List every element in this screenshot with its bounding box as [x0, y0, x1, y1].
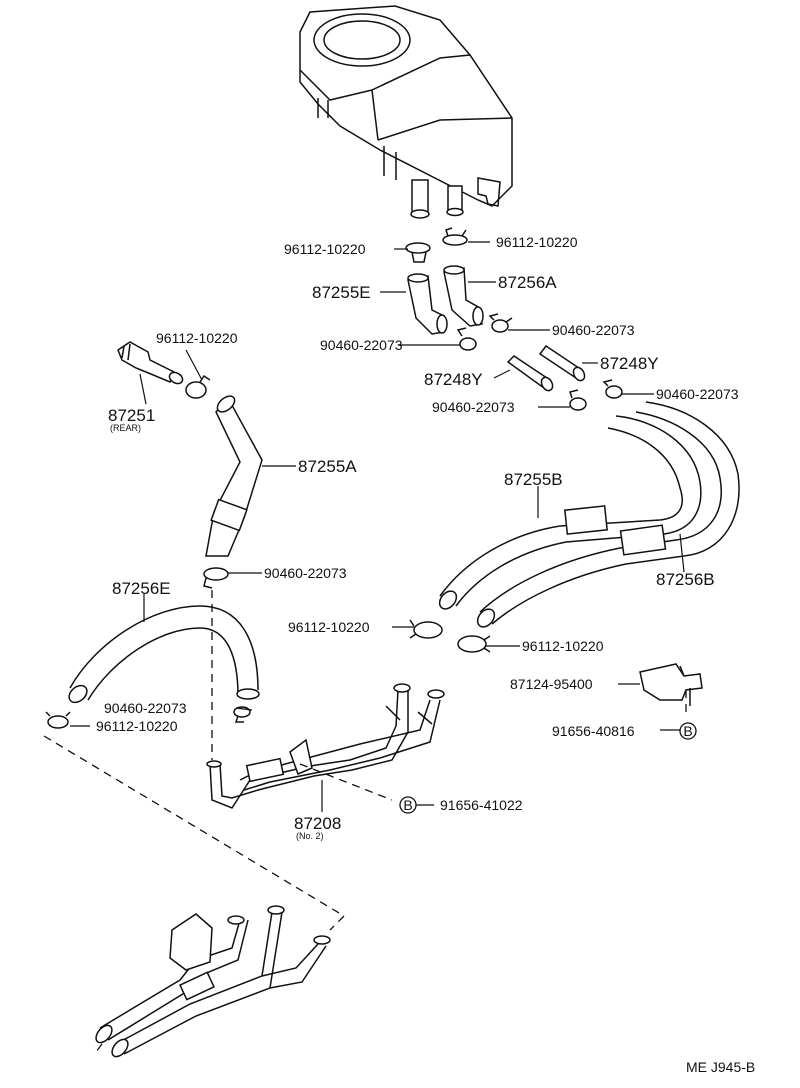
part-note-label: (REAR) [110, 423, 141, 433]
part-number-label: 90460-22073 [264, 565, 347, 581]
part-number-label: 87251 [108, 406, 155, 425]
part-number-label: 87255A [298, 457, 357, 476]
top-clamps [405, 227, 468, 263]
hose-87256b-drawing [476, 401, 740, 628]
lower-pipe-assembly-drawing [95, 905, 331, 1058]
bolt-marker-b-2-label: B [683, 723, 692, 739]
part-number-label: 87256A [498, 273, 557, 292]
part-number-label: 87124-95400 [510, 676, 593, 692]
clamp-left-mid [203, 567, 229, 589]
part-number-label: 90460-22073 [320, 337, 403, 353]
part-note-label: (No. 2) [296, 831, 324, 841]
part-number-label: 87255E [312, 283, 371, 302]
leader-lines [70, 241, 685, 812]
part-number-label: 90460-22073 [432, 399, 515, 415]
part-number-label: 90460-22073 [656, 386, 739, 402]
part-number-label: 87248Y [600, 354, 659, 373]
part-number-label: 91656-40816 [552, 723, 635, 739]
part-number-label: 90460-22073 [552, 322, 635, 338]
part-number-label: 96112-10220 [156, 330, 238, 346]
hose-87255b-drawing [438, 415, 702, 610]
valve-87251-drawing [117, 341, 184, 385]
part-number-label: 87256E [112, 579, 171, 598]
part-number-label: 87255B [504, 470, 563, 489]
part-number-label: 87208 [294, 814, 341, 833]
part-number-label: 91656-41022 [440, 797, 523, 813]
part-number-label: 90460-22073 [104, 700, 187, 716]
part-number-label: 87248Y [424, 370, 483, 389]
dashed-connection-lines [43, 590, 687, 1053]
hose-87255a-drawing [205, 395, 263, 557]
bolt-marker-b-2: B [679, 722, 697, 740]
part-number-label: 96112-10220 [288, 619, 370, 635]
part-number-label: 96112-10220 [96, 718, 178, 734]
hose-87256a-drawing [443, 265, 484, 327]
pipe-87208-drawing [206, 683, 445, 809]
hose-87255e-drawing [407, 273, 448, 335]
mid-right-clamps [409, 619, 491, 653]
clamp-left-top [185, 374, 211, 399]
part-number-label: 87256B [656, 570, 715, 589]
bolt-marker-b-1-label: B [403, 797, 412, 813]
figure-reference-code: ME J945-B [686, 1059, 755, 1075]
part-number-label: 96112-10220 [496, 234, 578, 250]
small-clamps-mid [456, 313, 513, 351]
bracket-87124-drawing [639, 663, 703, 706]
pipes-87248y-drawing [506, 344, 623, 411]
heater-unit-drawing [299, 5, 513, 219]
hose-87256e-drawing [68, 605, 260, 704]
part-number-label: 96112-10220 [284, 241, 366, 257]
clamps-left-low [45, 706, 251, 729]
part-number-label: 96112-10220 [522, 638, 604, 654]
bolt-marker-b-1: B [399, 796, 417, 814]
